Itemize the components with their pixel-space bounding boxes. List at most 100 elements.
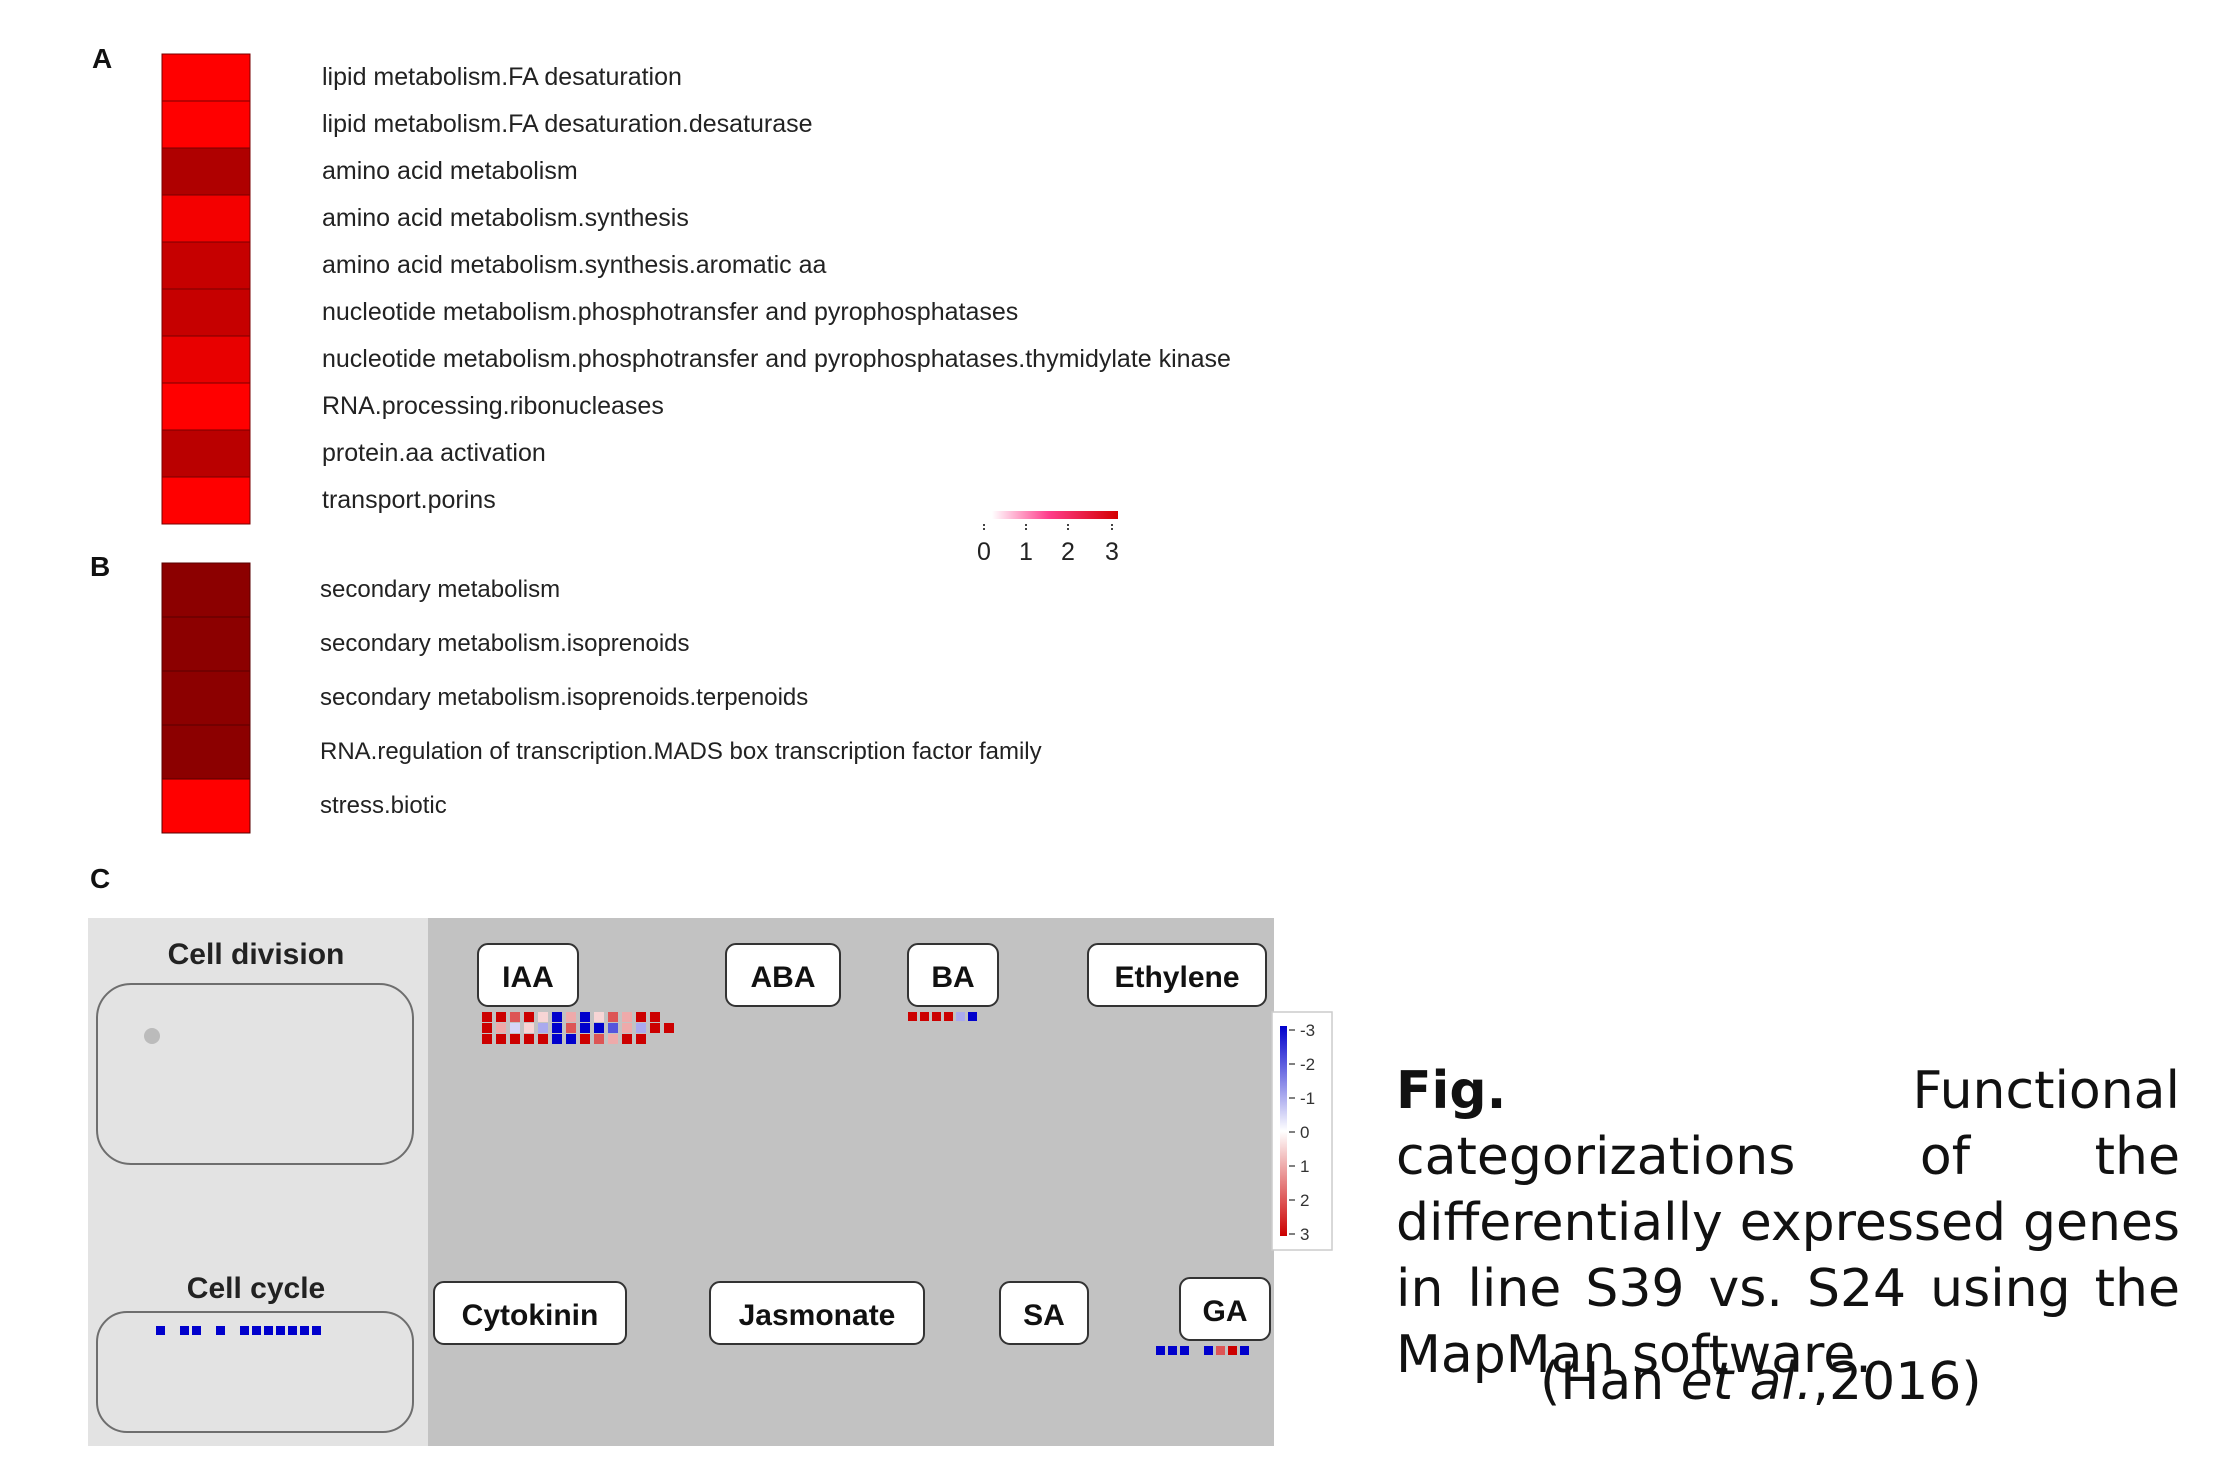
cell-cycle-label: Cell cycle: [187, 1272, 325, 1305]
iaa-gene-cell: [524, 1023, 534, 1033]
ga-gene-cell: [1228, 1346, 1237, 1355]
iaa-gene-cell: [510, 1012, 520, 1022]
iaa-gene-cell: [482, 1012, 492, 1022]
cell-cycle-box: [96, 1311, 414, 1433]
citation-after: ,2016): [1812, 1352, 1982, 1412]
panel-a-cell: [161, 194, 251, 243]
ba-gene-cell: [944, 1012, 953, 1021]
cell-division-box: [96, 983, 414, 1165]
sa-node-label: SA: [1023, 1299, 1065, 1332]
panel-a-cell: [161, 288, 251, 337]
cell-cycle-gene-cell: [192, 1326, 201, 1335]
iaa-gene-cell: [608, 1012, 618, 1022]
ba-gene-cell: [908, 1012, 917, 1021]
panel-c-colorscale-tick-label: 2: [1300, 1191, 1309, 1210]
iaa-gene-cell: [496, 1012, 506, 1022]
jasmonate-node-box: [709, 1281, 925, 1345]
panel-a-category-label: lipid metabolism.FA desaturation.desatur…: [322, 110, 813, 138]
panel-a-cell: [161, 382, 251, 431]
panel-a-colorscale-bar: [992, 511, 1118, 519]
ga-node-box: [1179, 1277, 1271, 1341]
ethylene-node-label: Ethylene: [1114, 961, 1239, 994]
cytokinin-node-box: [433, 1281, 627, 1345]
iaa-gene-cell: [580, 1012, 590, 1022]
panel-a-category-label: transport.porins: [322, 486, 496, 514]
iaa-gene-cell: [538, 1023, 548, 1033]
iaa-gene-cell: [566, 1012, 576, 1022]
panel-a-colorscale-tick-label: 2: [1061, 538, 1075, 566]
ba-gene-cell: [968, 1012, 977, 1021]
ga-gene-cell: [1216, 1346, 1225, 1355]
panel-b-cell: [161, 778, 251, 834]
panel-b-category-label: stress.biotic: [320, 792, 447, 819]
aba-node-box: [725, 943, 841, 1007]
ba-gene-cell: [920, 1012, 929, 1021]
iaa-gene-cell: [566, 1034, 576, 1044]
sa-node: SA: [999, 1281, 1089, 1345]
panel-b-cell: [161, 724, 251, 780]
ba-node-label: BA: [931, 961, 974, 994]
panel-a-category-label: RNA.processing.ribonucleases: [322, 392, 664, 420]
cell-division-marker: [144, 1028, 160, 1044]
iaa-gene-cell: [664, 1023, 674, 1033]
iaa-gene-cell: [524, 1012, 534, 1022]
panel-a-category-label: nucleotide metabolism.phosphotransfer an…: [322, 298, 1018, 326]
cell-cycle-gene-cell: [180, 1326, 189, 1335]
panel-a-heatmap: [161, 53, 251, 525]
iaa-gene-cell: [608, 1034, 618, 1044]
ga-gene-cells: [1156, 1346, 1249, 1355]
panel-b-category-label: secondary metabolism: [320, 576, 560, 603]
panel-a-cell: [161, 53, 251, 102]
cell-cycle-gene-cell: [312, 1326, 321, 1335]
panel-c-colorscale-bar: [1280, 1026, 1287, 1236]
cell-cycle-gene-cell: [240, 1326, 249, 1335]
panel-c-pathway-map: Cell division Cell cycle IAA ABA BA Ethy…: [88, 918, 1274, 1446]
panel-a-colorscale-tick-label: 1: [1019, 538, 1033, 566]
ba-gene-cell: [956, 1012, 965, 1021]
aba-node: ABA: [725, 943, 841, 1007]
panel-a-category-label: nucleotide metabolism.phosphotransfer an…: [322, 345, 1231, 373]
iaa-gene-cell: [510, 1034, 520, 1044]
iaa-gene-cell: [636, 1034, 646, 1044]
panel-c-colorscale-tick-label: -1: [1300, 1089, 1315, 1108]
jasmonate-node: Jasmonate: [709, 1281, 925, 1345]
cell-cycle-gene-cell: [252, 1326, 261, 1335]
citation-before: (Han: [1540, 1352, 1681, 1412]
iaa-gene-cell: [482, 1034, 492, 1044]
iaa-gene-cell: [510, 1023, 520, 1033]
caption-prefix: Fig.: [1396, 1061, 1507, 1121]
iaa-gene-cell: [622, 1023, 632, 1033]
panel-c-colorscale-tick-label: 3: [1300, 1225, 1309, 1244]
cell-cycle-gene-cell: [276, 1326, 285, 1335]
panel-b-category-label: RNA.regulation of transcription.MADS box…: [320, 738, 1042, 765]
iaa-gene-cell: [552, 1023, 562, 1033]
iaa-gene-cell: [538, 1012, 548, 1022]
figure-citation: (Han et al.,2016): [1540, 1352, 1982, 1412]
panel-b-cell: [161, 670, 251, 726]
iaa-node-box: [477, 943, 579, 1007]
ga-gene-cell: [1156, 1346, 1165, 1355]
cell-cycle-gene-cell: [300, 1326, 309, 1335]
panel-c-colorscale-tick-label: 0: [1300, 1123, 1309, 1142]
iaa-gene-cell: [636, 1012, 646, 1022]
panel-b-cell: [161, 616, 251, 672]
iaa-gene-cell: [650, 1023, 660, 1033]
iaa-gene-cell: [482, 1023, 492, 1033]
iaa-gene-cell: [524, 1034, 534, 1044]
panel-a-cell: [161, 429, 251, 478]
panel-a-cell: [161, 100, 251, 149]
panel-b-cell: [161, 562, 251, 618]
ethylene-node: Ethylene: [1087, 943, 1267, 1007]
panel-c-colorscale-tick-label: -2: [1300, 1055, 1315, 1074]
iaa-gene-cell: [580, 1023, 590, 1033]
iaa-gene-cell: [552, 1012, 562, 1022]
panel-a-category-label: protein.aa activation: [322, 439, 546, 467]
iaa-gene-cell: [636, 1023, 646, 1033]
ga-node-label: GA: [1203, 1295, 1248, 1328]
iaa-gene-cells: [482, 1012, 674, 1044]
ga-gene-cell: [1240, 1346, 1249, 1355]
panel-b-label: B: [90, 551, 110, 582]
aba-node-label: ABA: [751, 961, 816, 994]
